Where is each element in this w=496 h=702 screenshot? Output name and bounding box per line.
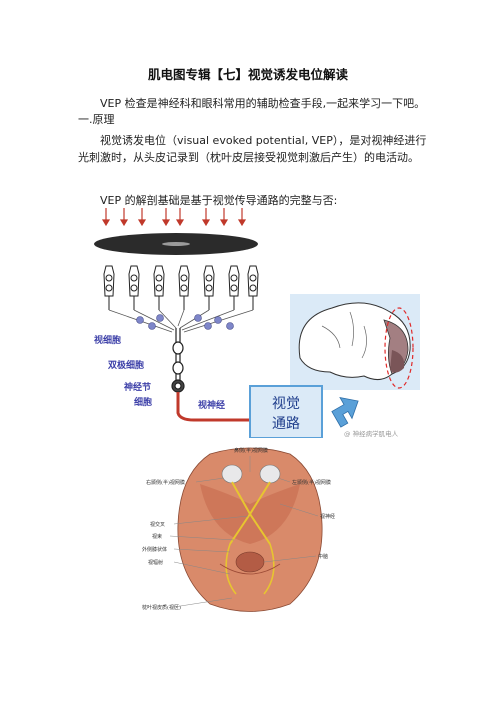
label-ganglion-cells-1: 神经节 xyxy=(124,381,151,393)
label-right-temporal-retina: 右颞侧(半)视网膜 xyxy=(146,479,185,486)
definition-paragraph: 视觉诱发电位（visual evoked potential, VEP），是对视… xyxy=(78,134,427,164)
visual-pathway-box: 视觉 通路 xyxy=(249,385,323,438)
brain-illustration xyxy=(290,294,420,390)
pathway-label-line2: 通路 xyxy=(272,416,300,432)
label-optic-nerve-anatomy: 视神经 xyxy=(320,513,335,520)
label-bipolar-cells: 双极细胞 xyxy=(108,359,144,371)
light-stimulus-arrows xyxy=(101,208,247,227)
leader-lines xyxy=(169,456,319,608)
bipolar-cell-dots xyxy=(136,314,234,330)
photoreceptor-cells xyxy=(103,265,259,310)
label-optic-radiation: 视辐射 xyxy=(148,559,163,566)
section-heading: 一.原理 xyxy=(78,113,115,126)
lens-disk xyxy=(94,233,258,255)
brain-base-illustration xyxy=(177,447,323,612)
visual-pathway-schematic: 视细胞 双极细胞 神经节 细胞 视神经 视觉 通路 @ 神经病学肌电人 xyxy=(94,208,420,438)
label-midbrain: 中脑 xyxy=(318,553,328,560)
label-optic-tract: 视束 xyxy=(152,533,162,540)
label-visual-cortex: 枕叶视皮质(视区) xyxy=(142,604,181,611)
label-lgn: 外侧膝状体 xyxy=(142,546,167,553)
watermark: @ 神经病学肌电人 xyxy=(344,429,399,438)
document-title: 肌电图专辑【七】视觉诱发电位解读 xyxy=(147,67,348,82)
label-ganglion-cells-2: 细胞 xyxy=(134,396,152,408)
basis-paragraph: VEP 的解剖基础是基于视觉传导通路的完整与否: xyxy=(100,194,338,207)
label-optic-nerve: 视神经 xyxy=(198,399,225,411)
label-optic-chiasm: 视交叉 xyxy=(150,521,165,528)
label-rod-cells: 视细胞 xyxy=(94,334,121,346)
up-right-arrow-icon xyxy=(331,397,359,428)
label-nasal-retina: 鼻侧(半)视网膜 xyxy=(234,447,268,454)
pathway-label-line1: 视觉 xyxy=(272,396,300,412)
label-left-temporal-retina: 左颞侧(半)视网膜 xyxy=(292,479,331,486)
brain-anatomy-figure: 鼻侧(半)视网膜 右颞侧(半)视网膜 左颞侧(半)视网膜 视神经 视交叉 视束 … xyxy=(142,447,335,612)
optic-nerve-fiber xyxy=(176,392,249,422)
intro-paragraph: VEP 检查是神经科和眼科常用的辅助检查手段,一起来学习一下吧。 xyxy=(100,97,426,110)
neuron-chain xyxy=(171,328,185,393)
